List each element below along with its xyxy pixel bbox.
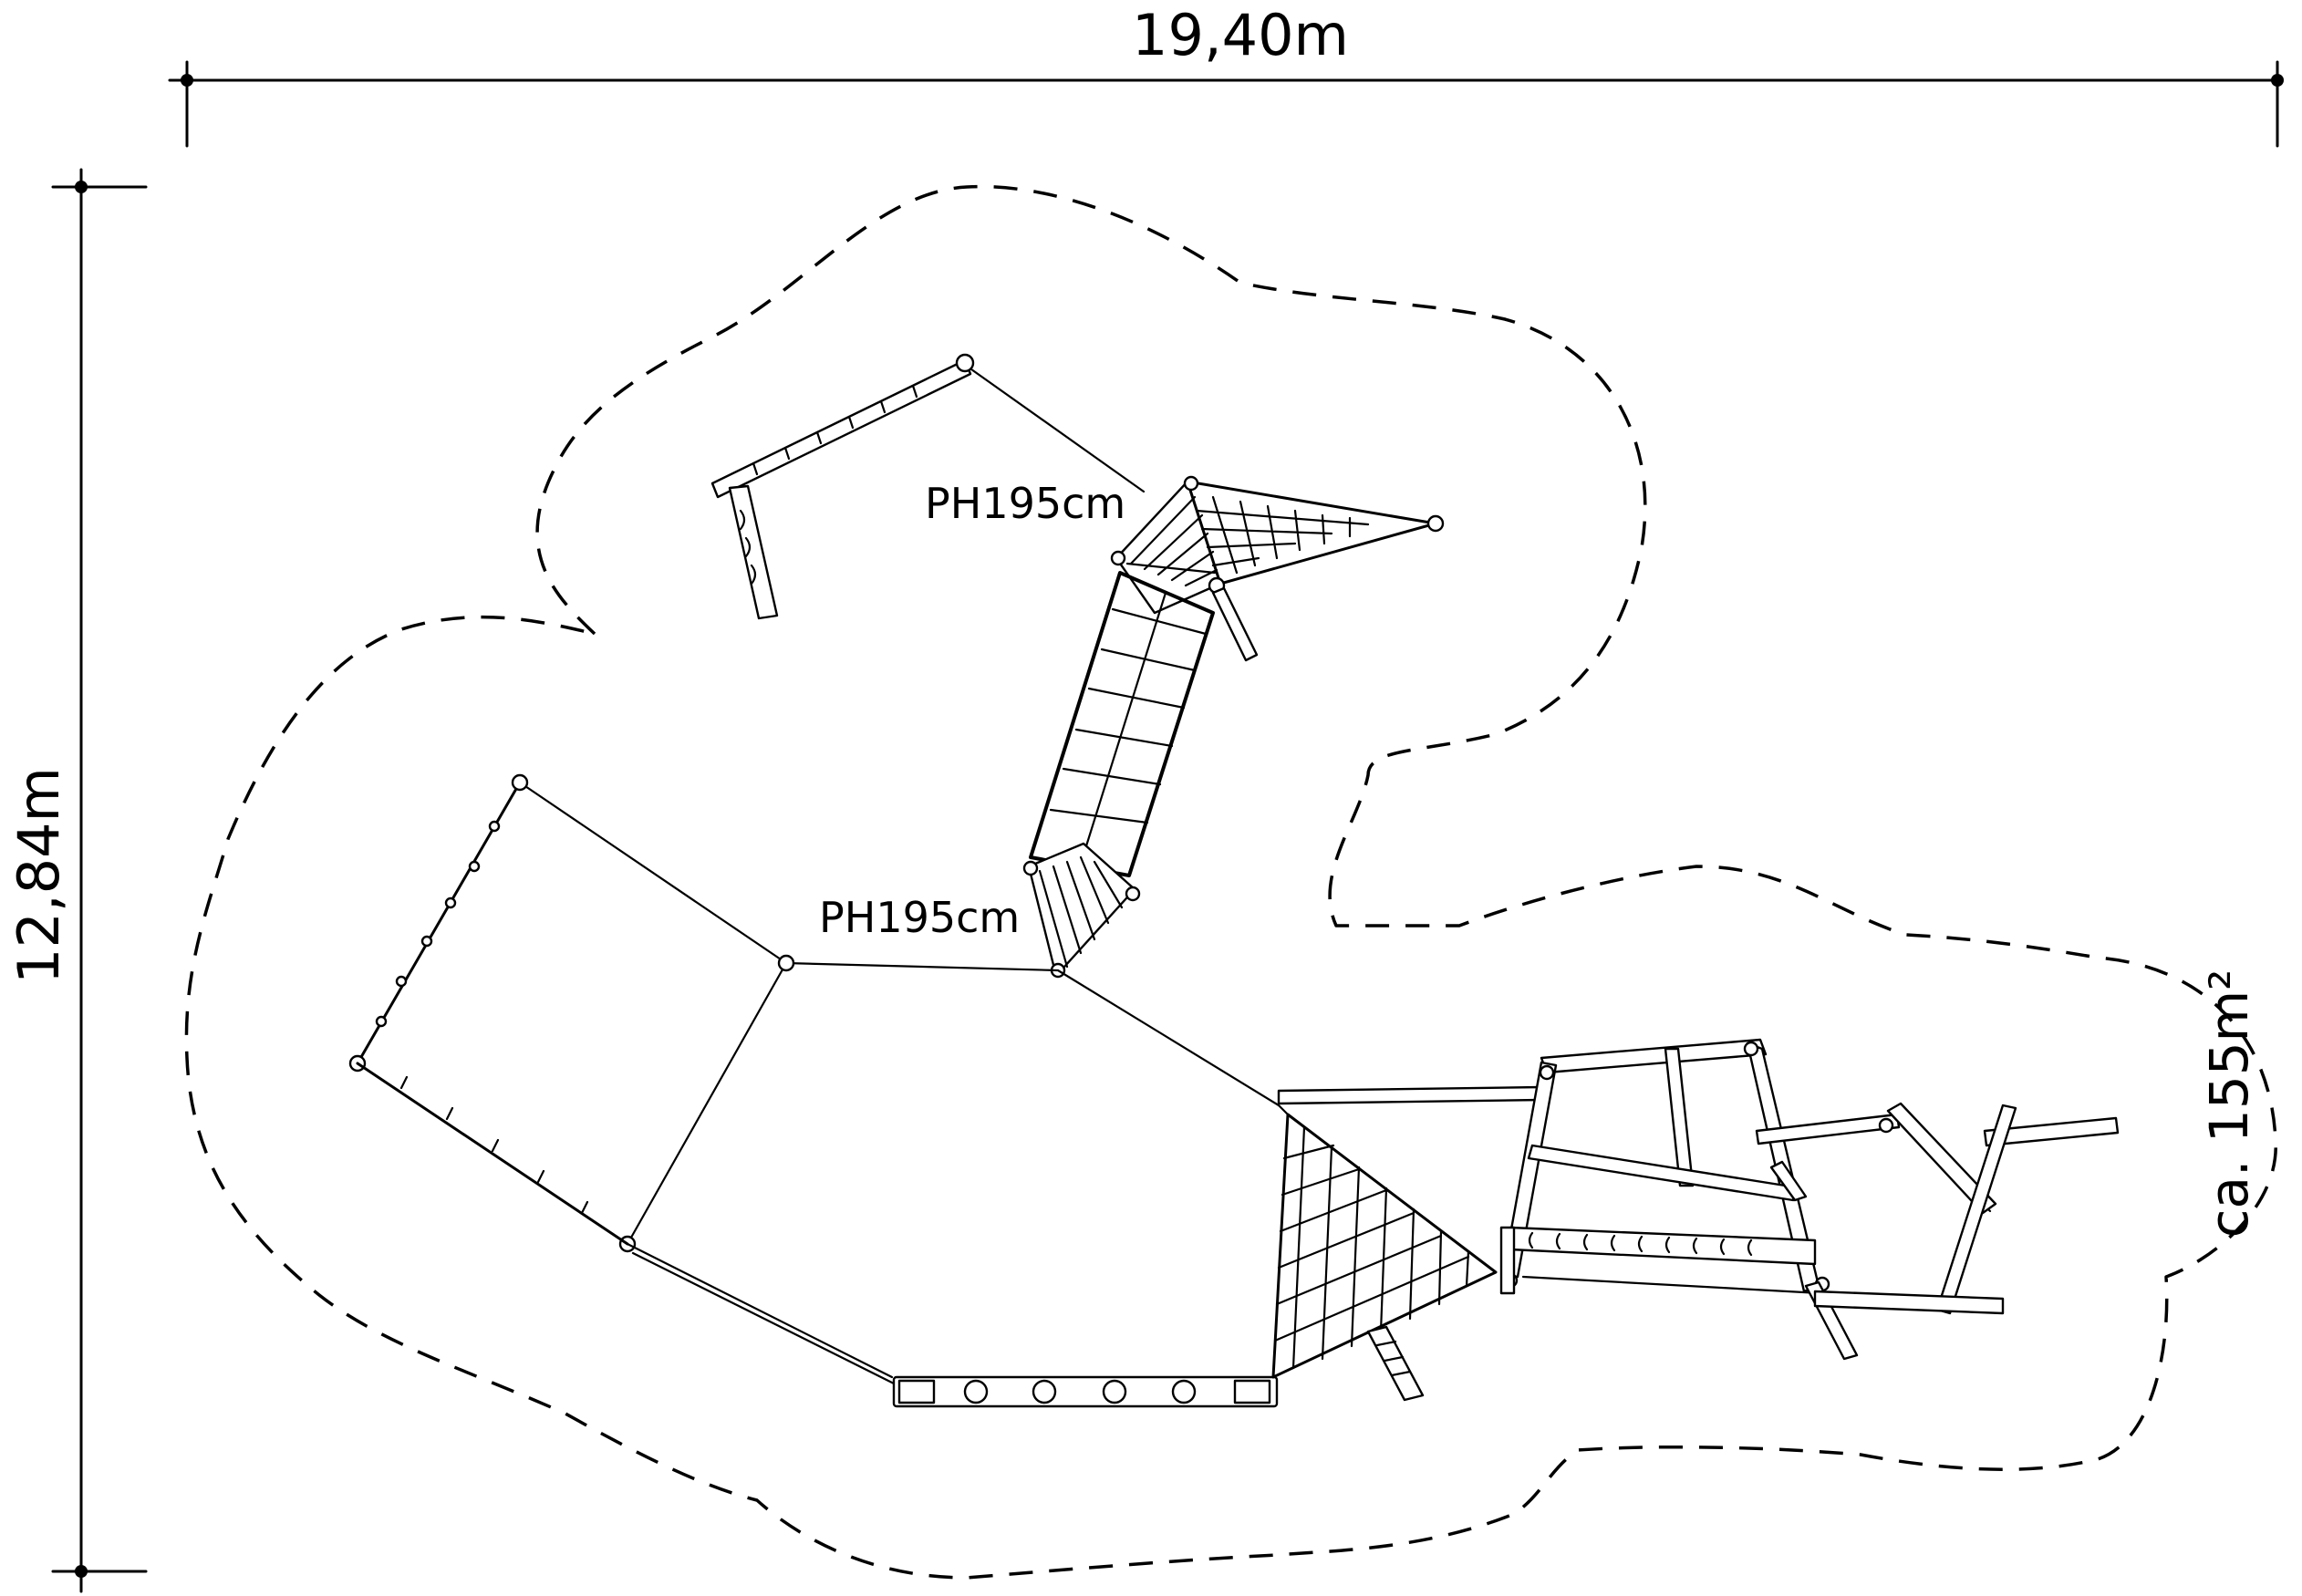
rope-frame (348, 773, 1281, 1386)
rope-bridge (1029, 571, 1215, 877)
area-label: ca. 155m² (2198, 969, 2260, 1238)
width-dimension: 19,40m (168, 2, 2284, 148)
cargo-net (1271, 1113, 1498, 1402)
bottom-beam (892, 1375, 1279, 1408)
upper-platform-label: PH195cm (925, 479, 1125, 528)
height-label: 12,84m (5, 767, 72, 984)
upper-balance-beam (710, 353, 1146, 620)
lower-platform: PH195cm (819, 842, 1141, 979)
safety-zone-outline (184, 184, 2277, 1580)
upper-platform: PH195cm (925, 475, 1445, 662)
height-dimension: 12,84m (5, 168, 148, 1593)
lower-platform-label: PH195cm (819, 893, 1020, 942)
right-climbing-frame (1277, 1038, 2120, 1361)
beam-pegs (752, 384, 918, 476)
frame-pegs (375, 820, 501, 1028)
width-label: 19,40m (1132, 2, 1349, 68)
